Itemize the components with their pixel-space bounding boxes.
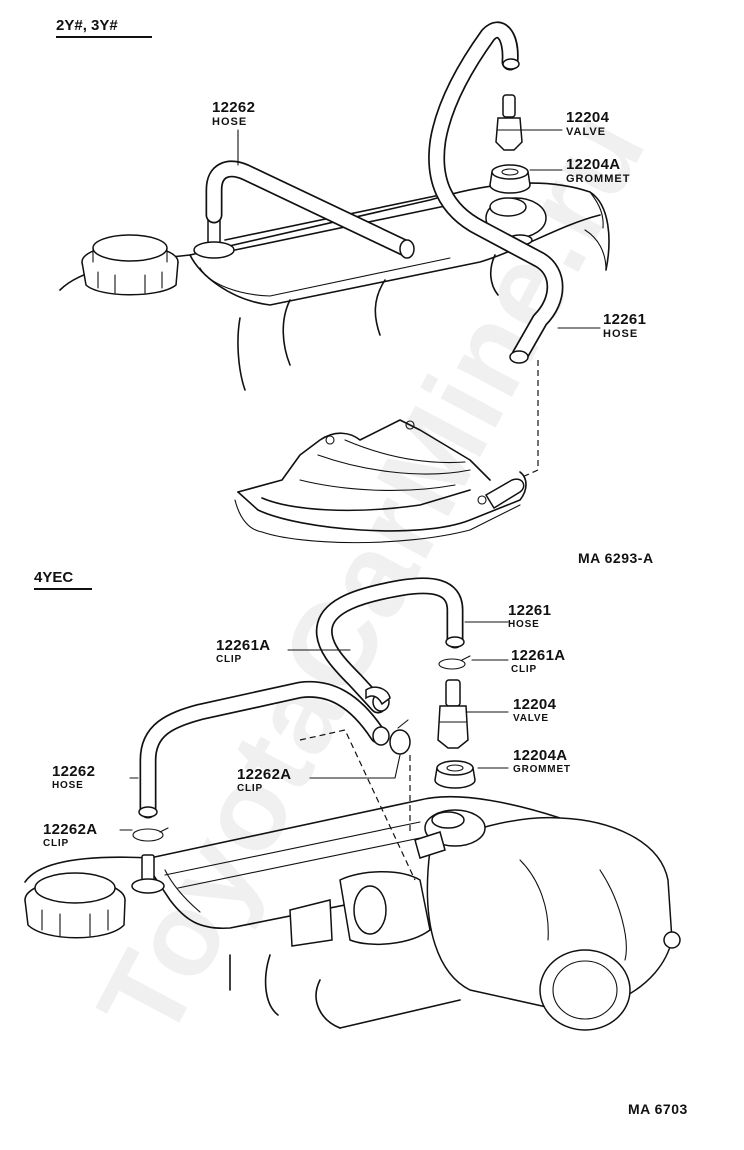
top-label-12262: 12262 HOSE (212, 99, 256, 128)
top-grommet-seat (485, 197, 547, 246)
top-oil-cap (81, 234, 179, 296)
figure-code-bottom: MA 6703 (628, 1101, 688, 1117)
bottom-label-12204A: 12204A GROMMET (513, 747, 571, 775)
bottom-throttle-body (289, 816, 681, 1031)
section-title-bottom: 4YEC (34, 570, 92, 590)
bottom-engine-cover (24, 795, 561, 1029)
bottom-grommet-12204A (434, 760, 476, 789)
top-hose-12261 (428, 21, 564, 364)
bottom-label-12204: 12204 VALVE (513, 696, 557, 724)
bottom-route-line-a (299, 729, 416, 881)
bottom-nipple (131, 854, 165, 894)
bottom-label-12261: 12261 HOSE (508, 602, 552, 630)
top-leaders (237, 129, 601, 329)
bottom-label-12261A-right: 12261A CLIP (511, 647, 566, 675)
bottom-valve-12204 (437, 679, 469, 749)
bottom-label-12262A-nipple: 12262A CLIP (43, 821, 98, 849)
top-label-12204: 12204 VALVE (566, 109, 610, 138)
figure-code-top: MA 6293-A (578, 550, 654, 566)
bottom-label-12261A-left: 12261A CLIP (216, 637, 271, 665)
top-nipple (193, 217, 235, 259)
top-grommet-12204A (489, 164, 531, 194)
bottom-clip-12262A-hose (389, 719, 411, 755)
bottom-grommet-seat (414, 809, 486, 859)
bottom-clip-12262A-nipple (132, 827, 169, 842)
top-label-12261: 12261 HOSE (603, 311, 647, 340)
bottom-hose-12262 (138, 680, 390, 819)
bottom-clip-12261A-right (438, 655, 471, 670)
bottom-oil-cap (24, 872, 126, 939)
bottom-clip-12261A-upper (365, 686, 391, 706)
bottom-label-12262: 12262 HOSE (52, 763, 96, 791)
section-title-top: 2Y#, 3Y# (56, 18, 152, 38)
top-valve-12204 (495, 94, 523, 151)
top-label-12204A: 12204A GROMMET (566, 156, 631, 185)
bottom-leaders (119, 621, 509, 831)
top-route-line (519, 360, 539, 479)
bottom-label-12262A-hose: 12262A CLIP (237, 766, 292, 794)
top-hose-12262 (205, 160, 415, 259)
top-intake-manifold (234, 419, 527, 544)
